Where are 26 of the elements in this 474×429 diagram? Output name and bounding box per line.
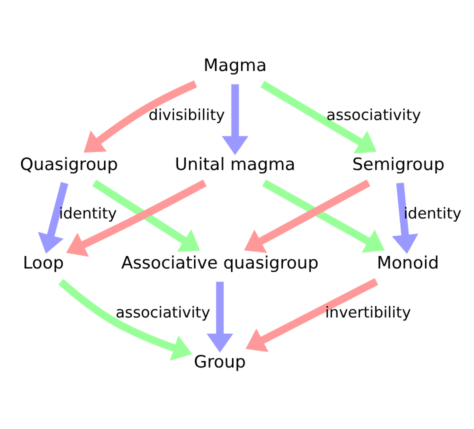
arrow <box>92 179 200 252</box>
node-text: Semigroup <box>352 154 445 174</box>
node-text: Associative quasigroup <box>121 253 319 274</box>
arrow <box>244 178 370 252</box>
edge-label: divisibility <box>148 105 225 124</box>
node-text: Group <box>194 352 246 372</box>
node-text: Monoid <box>376 253 439 274</box>
arrow <box>262 178 385 252</box>
arrow <box>38 182 68 254</box>
arrow <box>246 278 378 352</box>
arrow <box>260 80 377 154</box>
arrow <box>206 281 234 352</box>
arrow <box>66 179 207 256</box>
edge-label: associativity <box>326 105 422 124</box>
edge-label: invertibility <box>325 302 411 321</box>
arrow <box>58 278 192 360</box>
node-text: Loop <box>22 253 64 274</box>
node-text: Quasigroup <box>20 154 118 174</box>
node-text: Magma <box>204 56 267 76</box>
arrow <box>392 182 418 254</box>
arrow <box>84 80 198 152</box>
edge-label: identity <box>58 204 117 222</box>
arrow <box>222 84 248 155</box>
node-text: Unital magma <box>174 154 296 174</box>
edge-label: identity <box>404 204 462 222</box>
edge-label: associativity <box>116 302 210 321</box>
